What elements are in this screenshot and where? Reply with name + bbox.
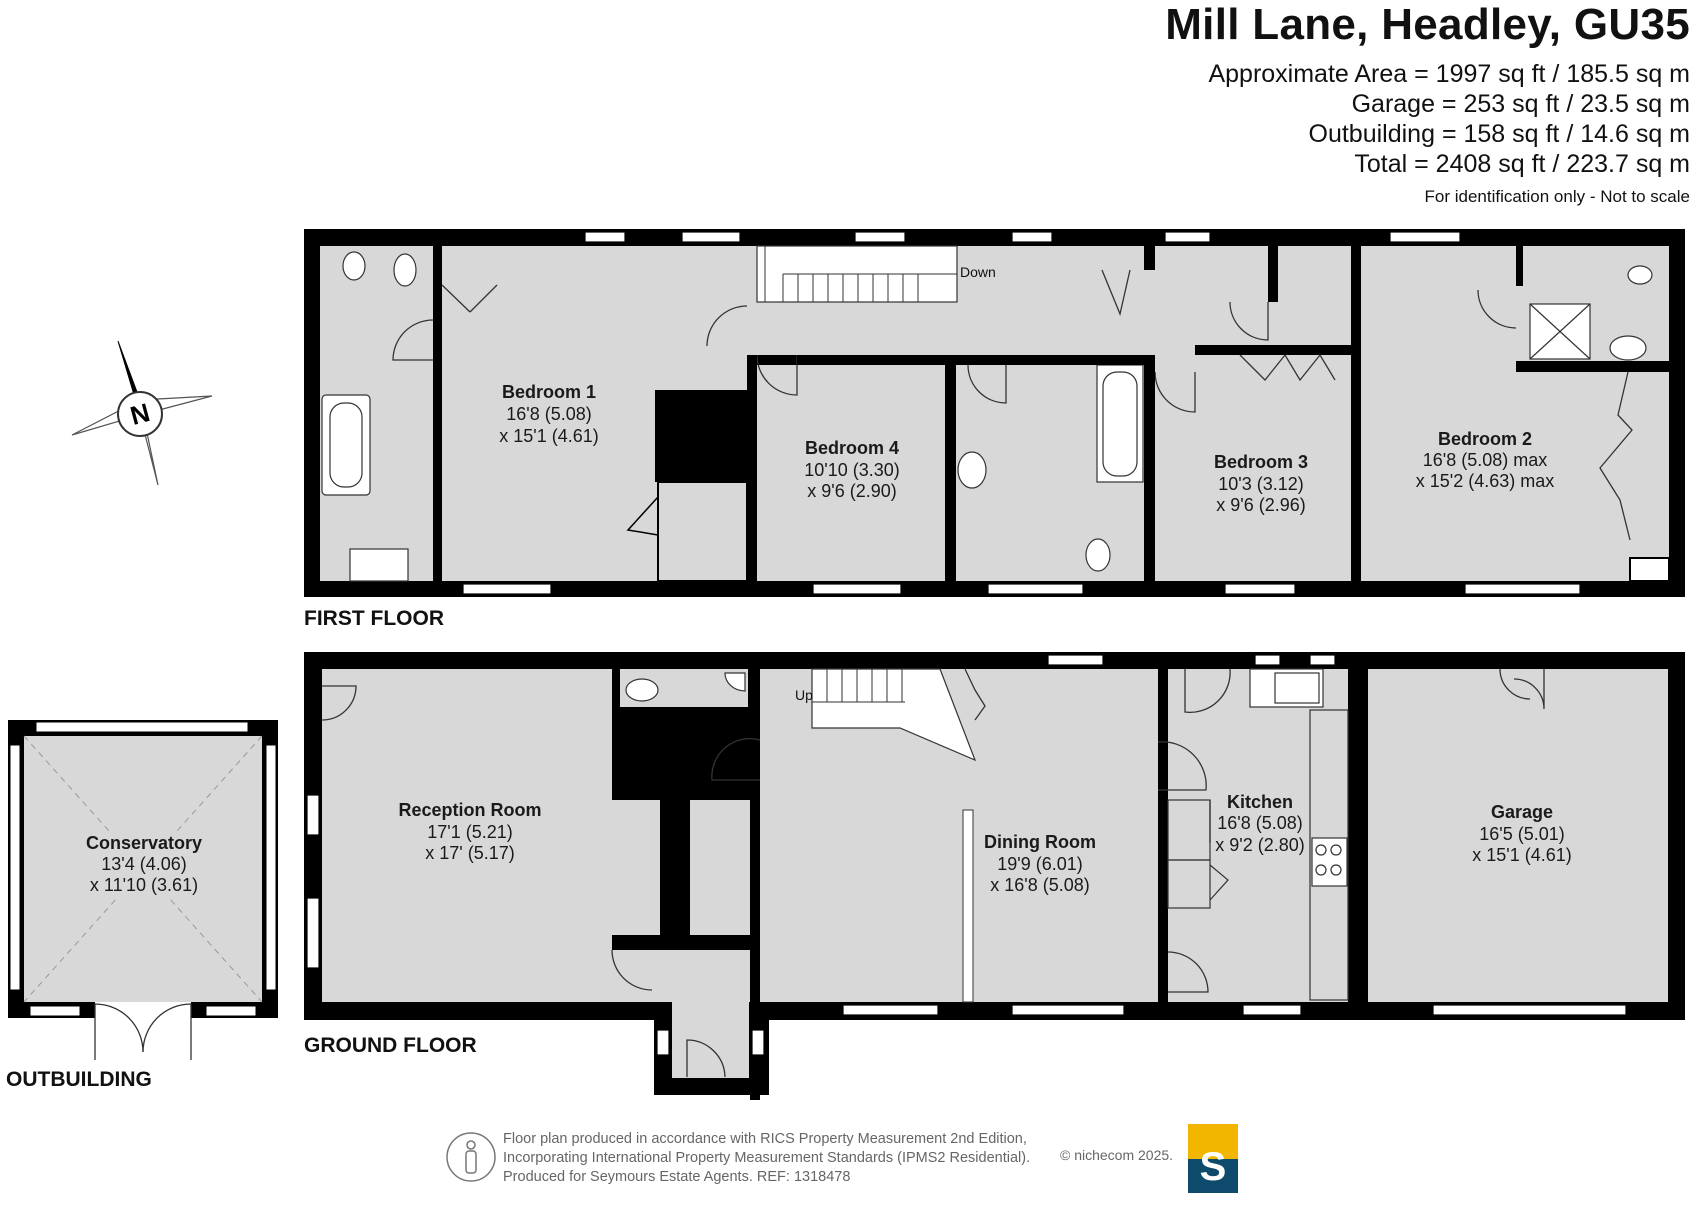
ground-floor-fixtures	[625, 668, 1348, 887]
dining-room-dim1: 19'9 (6.01)	[997, 854, 1083, 874]
first-floor-doors	[392, 269, 1633, 541]
ground-floor-interior-walls	[612, 669, 1368, 1100]
bedroom-4-dim1: 10'10 (3.30)	[804, 460, 900, 480]
disclaimer: For identification only - Not to scale	[1424, 187, 1690, 206]
property-title: Mill Lane, Headley, GU35	[1165, 0, 1690, 49]
bedroom-4-name: Bedroom 4	[805, 438, 899, 458]
kitchen-name: Kitchen	[1227, 792, 1293, 812]
garage-area	[1368, 669, 1668, 1002]
garage-name: Garage	[1491, 802, 1553, 822]
reception-room-dim1: 17'1 (5.21)	[427, 822, 513, 842]
dining-room-dim2: x 16'8 (5.08)	[990, 875, 1090, 895]
ground-floor-plan: Up Reception Room 17'1 (5.21) x 1	[304, 652, 1685, 1100]
conservatory-dim1: 13'4 (4.06)	[101, 854, 187, 874]
bedroom-2-dim1: 16'8 (5.08) max	[1423, 450, 1548, 470]
first-floor-windows	[462, 231, 1581, 595]
conservatory-dim2: x 11'10 (3.61)	[90, 875, 198, 895]
bedroom-3-dim2: x 9'6 (2.96)	[1216, 495, 1305, 515]
compass-icon: N	[71, 340, 213, 486]
bedroom-3-dim1: 10'3 (3.12)	[1218, 474, 1304, 494]
entrance-porch	[672, 1002, 749, 1078]
kitchen-cupboards	[1167, 709, 1349, 1001]
first-floor-label: FIRST FLOOR	[304, 607, 444, 630]
ground-floor-doors	[321, 668, 1545, 1078]
reception-room-name: Reception Room	[398, 800, 541, 820]
approx-area-line: Approximate Area = 1997 sq ft / 185.5 sq…	[1208, 60, 1690, 88]
footer-line-1: Floor plan produced in accordance with R…	[503, 1131, 1027, 1147]
footer-line-2: Incorporating International Property Mea…	[503, 1150, 1031, 1166]
outbuilding-label: OUTBUILDING	[6, 1068, 152, 1091]
dining-room-name: Dining Room	[984, 832, 1096, 852]
stairs-up-label: Up	[795, 687, 813, 703]
bedroom-1-dim2: x 15'1 (4.61)	[499, 426, 599, 446]
copyright: © nichecom 2025.	[1060, 1147, 1174, 1163]
ground-floor-label: GROUND FLOOR	[304, 1034, 477, 1057]
bedroom-3-area	[1155, 355, 1351, 581]
reception-room-area	[322, 669, 612, 1002]
footer-line-3: Produced for Seymours Estate Agents. REF…	[503, 1169, 851, 1185]
reception-room-dim2: x 17' (5.17)	[425, 843, 514, 863]
bedroom-1-name: Bedroom 1	[502, 382, 596, 402]
first-floor-interior-walls	[433, 246, 1670, 582]
bedroom-2-name: Bedroom 2	[1438, 429, 1532, 449]
bedroom-3-name: Bedroom 3	[1214, 452, 1308, 472]
seymours-logo: S	[1188, 1124, 1238, 1193]
bedroom-4-area	[757, 365, 945, 581]
outbuilding-area-line: Outbuilding = 158 sq ft / 14.6 sq m	[1308, 120, 1690, 148]
seymours-logo-letter: S	[1200, 1145, 1227, 1189]
bedroom-2-dim2: x 15'2 (4.63) max	[1416, 471, 1555, 491]
kitchen-area	[1168, 669, 1348, 1002]
stairs-up: Up	[795, 668, 977, 762]
first-floor-plan: Down	[304, 229, 1685, 630]
stairs-down: Down	[756, 245, 996, 303]
ground-floor-windows	[306, 654, 1627, 1056]
bedroom-4-dim2: x 9'6 (2.90)	[807, 481, 896, 501]
person-scale-icon	[446, 1132, 496, 1182]
first-floor-fixtures	[321, 251, 1653, 582]
kitchen-dim1: 16'8 (5.08)	[1217, 813, 1303, 833]
stairs-down-label: Down	[960, 264, 996, 280]
garage-dim1: 16'5 (5.01)	[1479, 824, 1565, 844]
bedroom-2-area	[1361, 246, 1523, 581]
garage-area-line: Garage = 253 sq ft / 23.5 sq m	[1351, 90, 1690, 118]
bedroom-1-dim1: 16'8 (5.08)	[506, 404, 592, 424]
outbuilding-plan: Conservatory 13'4 (4.06) x 11'10 (3.61) …	[6, 720, 278, 1091]
garage-dim2: x 15'1 (4.61)	[1472, 845, 1572, 865]
kitchen-dim2: x 9'2 (2.80)	[1215, 835, 1304, 855]
total-area-line: Total = 2408 sq ft / 223.7 sq m	[1354, 150, 1690, 178]
footer-notes: Floor plan produced in accordance with R…	[503, 1130, 1030, 1187]
conservatory-name: Conservatory	[86, 833, 202, 853]
